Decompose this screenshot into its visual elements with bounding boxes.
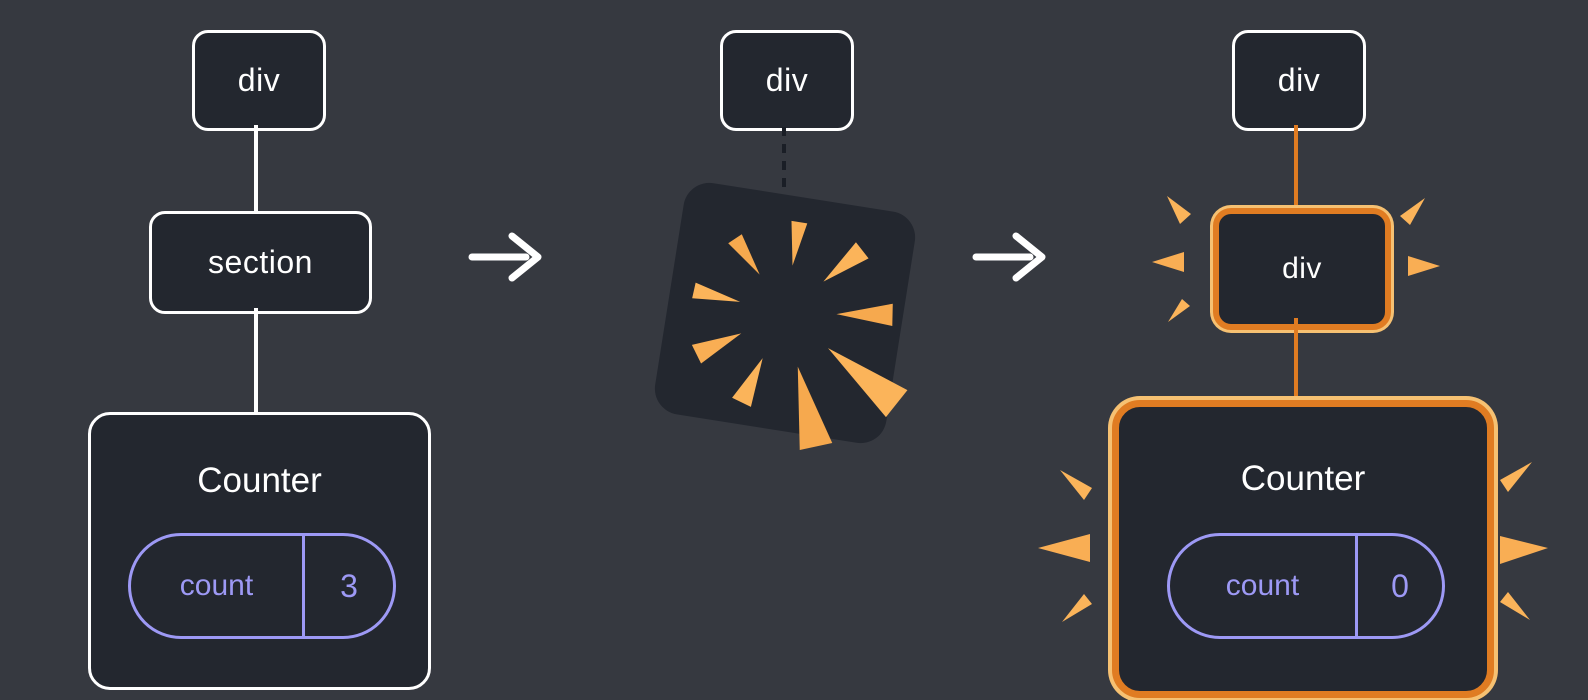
spark-icon <box>1408 256 1440 276</box>
connector-dashed-destroyed <box>782 127 786 191</box>
state-pill-before: count 3 <box>128 533 396 639</box>
connector-section-to-counter <box>254 308 258 414</box>
spark-icon <box>1167 196 1191 224</box>
component-title: Counter <box>1240 459 1366 498</box>
component-title: Counter <box>197 461 322 500</box>
state-key: count <box>1170 536 1358 636</box>
state-key: count <box>131 536 305 636</box>
node-div-root-destroyed: div <box>720 30 854 131</box>
node-div-root-before: div <box>192 30 326 131</box>
connector-root-to-div-highlight <box>1294 125 1298 210</box>
state-value: 0 <box>1391 567 1409 604</box>
spark-icon <box>1168 299 1190 322</box>
spark-icon <box>1500 592 1530 620</box>
connector-root-to-section <box>254 125 258 213</box>
node-label: div <box>1282 252 1322 285</box>
spark-icon <box>1400 198 1425 225</box>
state-pill-after: count 0 <box>1167 533 1445 639</box>
node-label: div <box>237 62 281 98</box>
arrow-right-icon <box>972 232 1046 282</box>
connector-div-to-counter-highlight <box>1294 318 1298 402</box>
node-div-root-after: div <box>1232 30 1366 131</box>
node-label: div <box>765 62 809 98</box>
spark-icon <box>1500 536 1548 564</box>
spark-icon <box>1060 470 1092 500</box>
spark-icon <box>1038 534 1090 562</box>
component-counter-before: Counter count 3 <box>88 412 431 690</box>
poof-square <box>651 179 919 450</box>
spark-icons <box>1038 196 1548 622</box>
spark-icon <box>1152 252 1184 272</box>
node-div-highlighted: div <box>1213 208 1391 330</box>
spark-icon <box>1500 462 1532 492</box>
component-counter-highlighted: Counter count 0 <box>1112 400 1494 698</box>
node-label: div <box>1277 62 1321 98</box>
state-value: 3 <box>340 567 358 604</box>
node-section-before: section <box>149 211 372 314</box>
spark-icon <box>1062 594 1092 622</box>
node-label: section <box>208 244 313 280</box>
poof-burst-icon <box>691 220 908 450</box>
arrow-right-icon <box>468 232 542 282</box>
